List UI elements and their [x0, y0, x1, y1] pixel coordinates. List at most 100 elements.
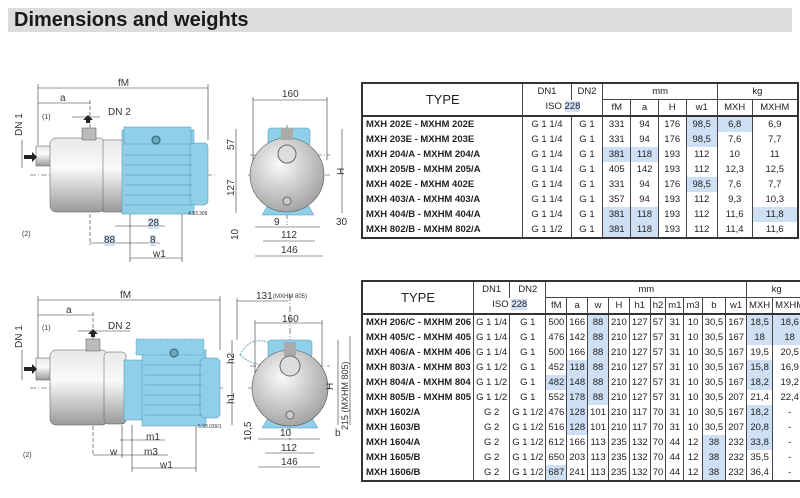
dim-112: 112 — [281, 230, 297, 241]
column-header-mxhm: MXHM — [772, 297, 800, 315]
value-cell: 166 — [566, 313, 589, 330]
kg-header: kg — [716, 83, 799, 100]
value-cell: 31 — [665, 345, 685, 360]
value-cell: 19,2 — [772, 375, 800, 390]
value-cell: 193 — [657, 192, 687, 207]
value-cell: 6,9 — [751, 115, 799, 132]
value-cell: 235 — [607, 465, 630, 481]
dim-30: 30 — [336, 217, 348, 228]
value-cell: 31 — [665, 390, 685, 405]
outlet-arrow-icon — [83, 115, 93, 123]
column-header-fm: fM — [602, 99, 632, 117]
value-cell: 500 — [545, 313, 568, 330]
value-cell: 19,5 — [746, 345, 774, 360]
iso-number: 228 — [564, 100, 581, 112]
value-cell: 178 — [566, 390, 589, 405]
value-cell: 57 — [649, 345, 667, 360]
value-cell: 132 — [628, 435, 651, 450]
value-cell: 132 — [628, 450, 651, 465]
value-cell: 241 — [566, 465, 589, 481]
column-header-fm: fM — [545, 297, 568, 315]
page-title: Dimensions and weights — [14, 9, 249, 31]
value-cell: 31 — [665, 405, 685, 420]
value-cell: 112 — [685, 207, 718, 222]
dim-9: 9 — [274, 217, 280, 228]
value-cell: 94 — [630, 192, 659, 207]
value-cell: 10 — [683, 345, 703, 360]
value-cell: 57 — [649, 330, 667, 345]
iso-label: ISO — [545, 100, 562, 112]
value-cell: 11,6 — [716, 207, 753, 222]
value-cell: G 1 — [509, 390, 547, 405]
value-cell: G 1 — [570, 162, 604, 177]
value-cell: 11 — [751, 147, 799, 162]
value-cell: 176 — [657, 177, 687, 192]
title-bar: Dimensions and weights — [8, 8, 792, 32]
value-cell: G 2 — [473, 405, 511, 420]
value-cell: 203 — [566, 450, 589, 465]
value-cell: 7,6 — [716, 177, 753, 192]
value-cell: 132 — [628, 465, 651, 481]
inlet-arrow-icon — [24, 364, 37, 374]
value-cell: 10 — [683, 375, 703, 390]
value-cell: 9,3 — [716, 192, 753, 207]
type-cell: MXH 1606/B — [361, 465, 475, 481]
value-cell: G 1 — [570, 192, 604, 207]
column-header-w: w — [587, 297, 609, 315]
value-cell: 118 — [566, 360, 589, 375]
dim-w1: w1 — [153, 249, 166, 260]
value-cell: 232 — [725, 450, 748, 465]
dim-fm: fM — [120, 290, 132, 301]
value-cell: 31 — [665, 360, 685, 375]
value-cell: 30,5 — [701, 313, 727, 330]
column-header-a: a — [566, 297, 589, 315]
dim-131-note: (MXHM 805) — [273, 294, 308, 300]
value-cell: 70 — [649, 420, 667, 435]
value-cell: 113 — [587, 435, 609, 450]
value-cell: G 1 1/2 — [509, 465, 547, 481]
inlet-arrow-icon — [24, 152, 37, 162]
value-cell: 18,5 — [746, 313, 774, 330]
type-cell: MXH 405/C - MXHM 405 — [361, 330, 475, 345]
value-cell: 166 — [566, 345, 589, 360]
value-cell: G 1 1/2 — [509, 405, 547, 420]
value-cell: 98,5 — [685, 115, 718, 132]
value-cell: 31 — [665, 330, 685, 345]
value-cell: 405 — [602, 162, 632, 177]
value-cell: G 1 — [570, 177, 604, 192]
value-cell: 117 — [628, 420, 651, 435]
dim-131: 131 — [256, 291, 273, 302]
value-cell: 101 — [587, 420, 609, 435]
callout-1: (1) — [42, 114, 51, 121]
value-cell: 88 — [587, 375, 609, 390]
drawing1-side-view — [249, 127, 325, 216]
dim-112: 112 — [281, 443, 297, 454]
dim-dn2: DN 2 — [108, 321, 131, 332]
dim-a: a — [60, 93, 66, 104]
dim-w: w — [110, 447, 118, 458]
value-cell: G 1 1/4 — [522, 192, 572, 207]
value-cell: 210 — [607, 360, 630, 375]
type-cell: MXH 1605/B — [361, 450, 475, 465]
value-cell: G 1 — [570, 222, 604, 238]
value-cell: 21,4 — [746, 390, 774, 405]
column-header-w1: w1 — [725, 297, 748, 315]
column-header-h: H — [657, 99, 687, 117]
value-cell: 193 — [657, 207, 687, 222]
value-cell: 6,8 — [716, 115, 753, 132]
value-cell: 88 — [587, 390, 609, 405]
value-cell: 210 — [607, 405, 630, 420]
value-cell: 12 — [683, 465, 703, 481]
dim-8: 8 — [150, 235, 156, 246]
